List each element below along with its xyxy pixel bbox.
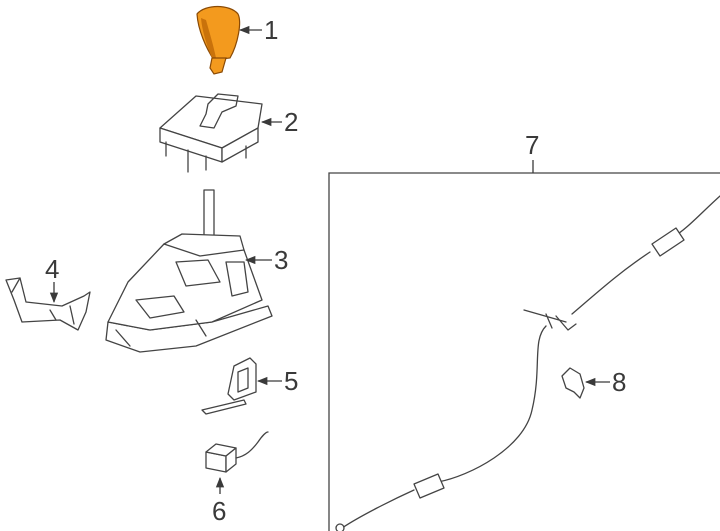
shifter-housing — [107, 243, 263, 331]
retaining-clip-part[interactable] — [561, 367, 585, 399]
cable-upper-run — [571, 195, 720, 315]
cable-lower-run — [341, 325, 547, 529]
shifter-top — [163, 233, 245, 257]
shift-knob-part[interactable] — [196, 5, 241, 75]
clip-body — [227, 357, 257, 401]
cable-mount-bracket — [523, 309, 577, 331]
sensor-wire — [235, 431, 269, 459]
shifter-details — [115, 259, 249, 347]
callout-4: 4 — [45, 254, 59, 284]
shift-knob-stem — [209, 57, 227, 75]
sensor-part[interactable] — [205, 431, 269, 473]
bracket-body — [5, 277, 91, 331]
callout-7: 7 — [525, 130, 539, 160]
cable-detail-frame — [328, 172, 720, 531]
callout-1: 1 — [264, 15, 278, 45]
cable-end-eyelet — [335, 523, 345, 531]
cable-lower-sleeve — [413, 473, 445, 499]
callout-5: 5 — [284, 366, 298, 396]
callout-2: 2 — [284, 107, 298, 137]
bezel-slot — [199, 93, 239, 129]
retaining-clip-body — [561, 367, 585, 399]
callout-8: 8 — [612, 367, 626, 397]
shift-knob-shade — [201, 18, 216, 58]
shift-knob-body — [196, 5, 241, 61]
clip-arm — [201, 399, 247, 415]
bezel-side — [221, 127, 259, 163]
cable-upper-sleeve — [651, 227, 685, 257]
sensor-side — [225, 447, 237, 473]
bezel-legs — [165, 141, 247, 173]
shift-bezel-part[interactable] — [159, 93, 263, 173]
shifter-assembly-part[interactable] — [105, 189, 273, 353]
bracket-part[interactable] — [5, 277, 91, 331]
shift-cable-part[interactable] — [328, 160, 720, 531]
callout-3: 3 — [274, 245, 288, 275]
clip-details — [237, 367, 249, 393]
bracket-details — [11, 277, 75, 325]
clip-part[interactable] — [201, 357, 257, 415]
callout-6: 6 — [212, 496, 226, 526]
